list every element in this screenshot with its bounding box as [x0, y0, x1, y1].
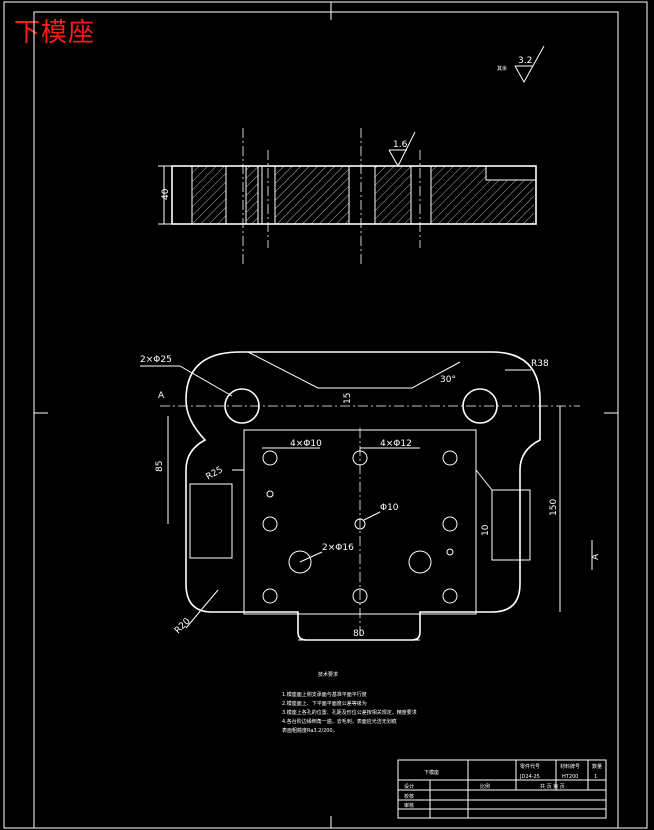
inner-border — [33, 11, 619, 829]
title-block: 下模座 零件代号 材料牌号 数量 JD24-25 HT200 1 比例 共 页 … — [397, 759, 607, 819]
tb-col3: 数量 — [592, 763, 602, 770]
dim-holes-10: 4×Φ10 — [290, 439, 322, 449]
svg-text:其余: 其余 — [497, 65, 507, 72]
drawing-title: 下模座 — [14, 18, 96, 48]
dim-10: 10 — [481, 524, 491, 536]
dim-holes-16: 2×Φ16 — [322, 543, 354, 553]
hole-pattern — [262, 450, 458, 604]
dim-150: 150 — [549, 499, 559, 516]
dim-r25: R25 — [205, 465, 225, 483]
note-line-5: 表面粗糙度Ra3.2/200。 — [282, 727, 338, 734]
note-line-2: 2.模座面上、下平面平面度公差等级为 — [282, 700, 367, 707]
tb-val1: JD24-25 — [519, 774, 540, 780]
section-view: 40 1.6 — [158, 128, 537, 264]
dim-thickness: 40 — [161, 188, 171, 200]
dim-85: 85 — [155, 461, 165, 472]
roughness-top-label: 3.2 — [518, 56, 532, 66]
tb-sheets: 共 页 第 页 — [540, 783, 565, 790]
roughness-symbol-top: 其余 3.2 — [497, 45, 545, 84]
technical-notes: 技术要求 1.模座面上侧支承面与基准平面平行度 2.模座面上、下平面平面度公差等… — [282, 671, 417, 734]
dim-holes-12: 4×Φ12 — [380, 439, 412, 449]
notes-heading: 技术要求 — [318, 671, 338, 678]
tb-part-name: 下模座 — [424, 769, 439, 776]
tb-approve: 审核 — [404, 802, 414, 809]
tb-col2: 材料牌号 — [560, 763, 580, 770]
dim-angle: 30° — [440, 375, 456, 385]
dim-r20: R20 — [173, 616, 193, 636]
dim-80: 80 — [353, 629, 365, 639]
tb-design: 设计 — [404, 783, 414, 790]
dim-hole-center: Φ10 — [380, 503, 399, 513]
tb-col1: 零件代号 — [520, 763, 540, 770]
tb-check: 校核 — [404, 793, 414, 800]
note-line-4: 4.各台阶边缘倒角一遍，去毛刺，表面应光洁无划痕 — [282, 718, 397, 725]
dim-radius-38: R38 — [531, 359, 549, 369]
tb-val3: 1 — [594, 774, 597, 780]
note-line-1: 1.模座面上侧支承面与基准平面平行度 — [282, 691, 367, 698]
dim-holes-big: 2×Φ25 — [140, 355, 172, 365]
plan-view: 2×Φ25 R38 30° 15 A 4×Φ10 4×Φ12 85 R25 Φ1… — [140, 351, 601, 641]
tb-scale: 比例 — [480, 783, 490, 790]
section-mark-right: A — [591, 553, 601, 560]
note-line-3: 3.模座上各孔的位置、孔距及形位公差按相关规定，精度要求 — [282, 709, 417, 716]
section-mark-left: A — [158, 391, 165, 401]
roughness-mid-label: 1.6 — [393, 140, 408, 150]
tb-val2: HT200 — [562, 774, 578, 780]
dim-15: 15 — [343, 393, 353, 404]
